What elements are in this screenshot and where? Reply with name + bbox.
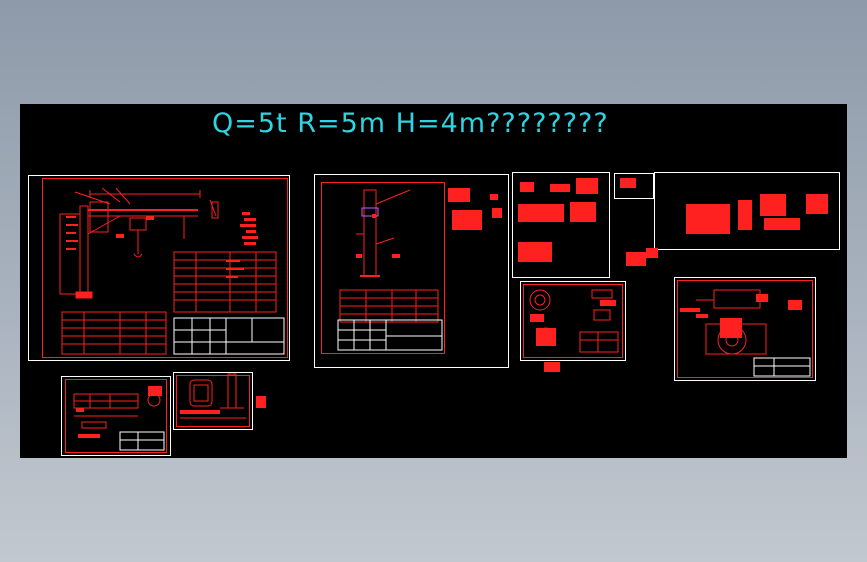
sheet-column-assembly[interactable] xyxy=(314,174,509,368)
beam-detail-linework xyxy=(73,393,165,451)
part-detail-blocks xyxy=(66,178,828,438)
frame-slewing-detail xyxy=(523,284,623,358)
frame-slewing-assembly xyxy=(677,280,813,378)
frame-trolley-detail xyxy=(176,375,250,427)
drawing-linework xyxy=(59,178,828,451)
column-elevation xyxy=(356,189,411,277)
sheet-part-small[interactable] xyxy=(614,173,654,199)
title-block-general xyxy=(173,317,285,355)
trolley-detail-linework xyxy=(180,373,246,419)
cad-canvas[interactable]: Q=5t R=5m H=4m???????? xyxy=(20,104,847,458)
parts-list-table xyxy=(61,251,277,355)
assembly-notes xyxy=(240,212,258,245)
slewing-detail-linework xyxy=(529,289,619,353)
frame-column-assembly xyxy=(321,182,445,354)
jib-crane-elevation xyxy=(59,187,219,299)
sheet-part-group-a[interactable] xyxy=(512,172,610,278)
column-parts-table xyxy=(339,289,439,323)
frame-beam-detail xyxy=(65,379,167,453)
sheet-beam-detail[interactable] xyxy=(61,376,171,456)
frame-general-assembly xyxy=(42,178,288,358)
sheet-trolley-detail[interactable] xyxy=(173,372,253,430)
sheet-slewing-detail[interactable] xyxy=(520,281,626,361)
title-block-column xyxy=(337,319,443,351)
drawing-heading: Q=5t R=5m H=4m???????? xyxy=(212,108,609,139)
sheet-slewing-assembly[interactable] xyxy=(674,277,816,381)
sheet-part-group-b[interactable] xyxy=(654,172,840,250)
sheet-general-assembly[interactable] xyxy=(28,175,290,361)
